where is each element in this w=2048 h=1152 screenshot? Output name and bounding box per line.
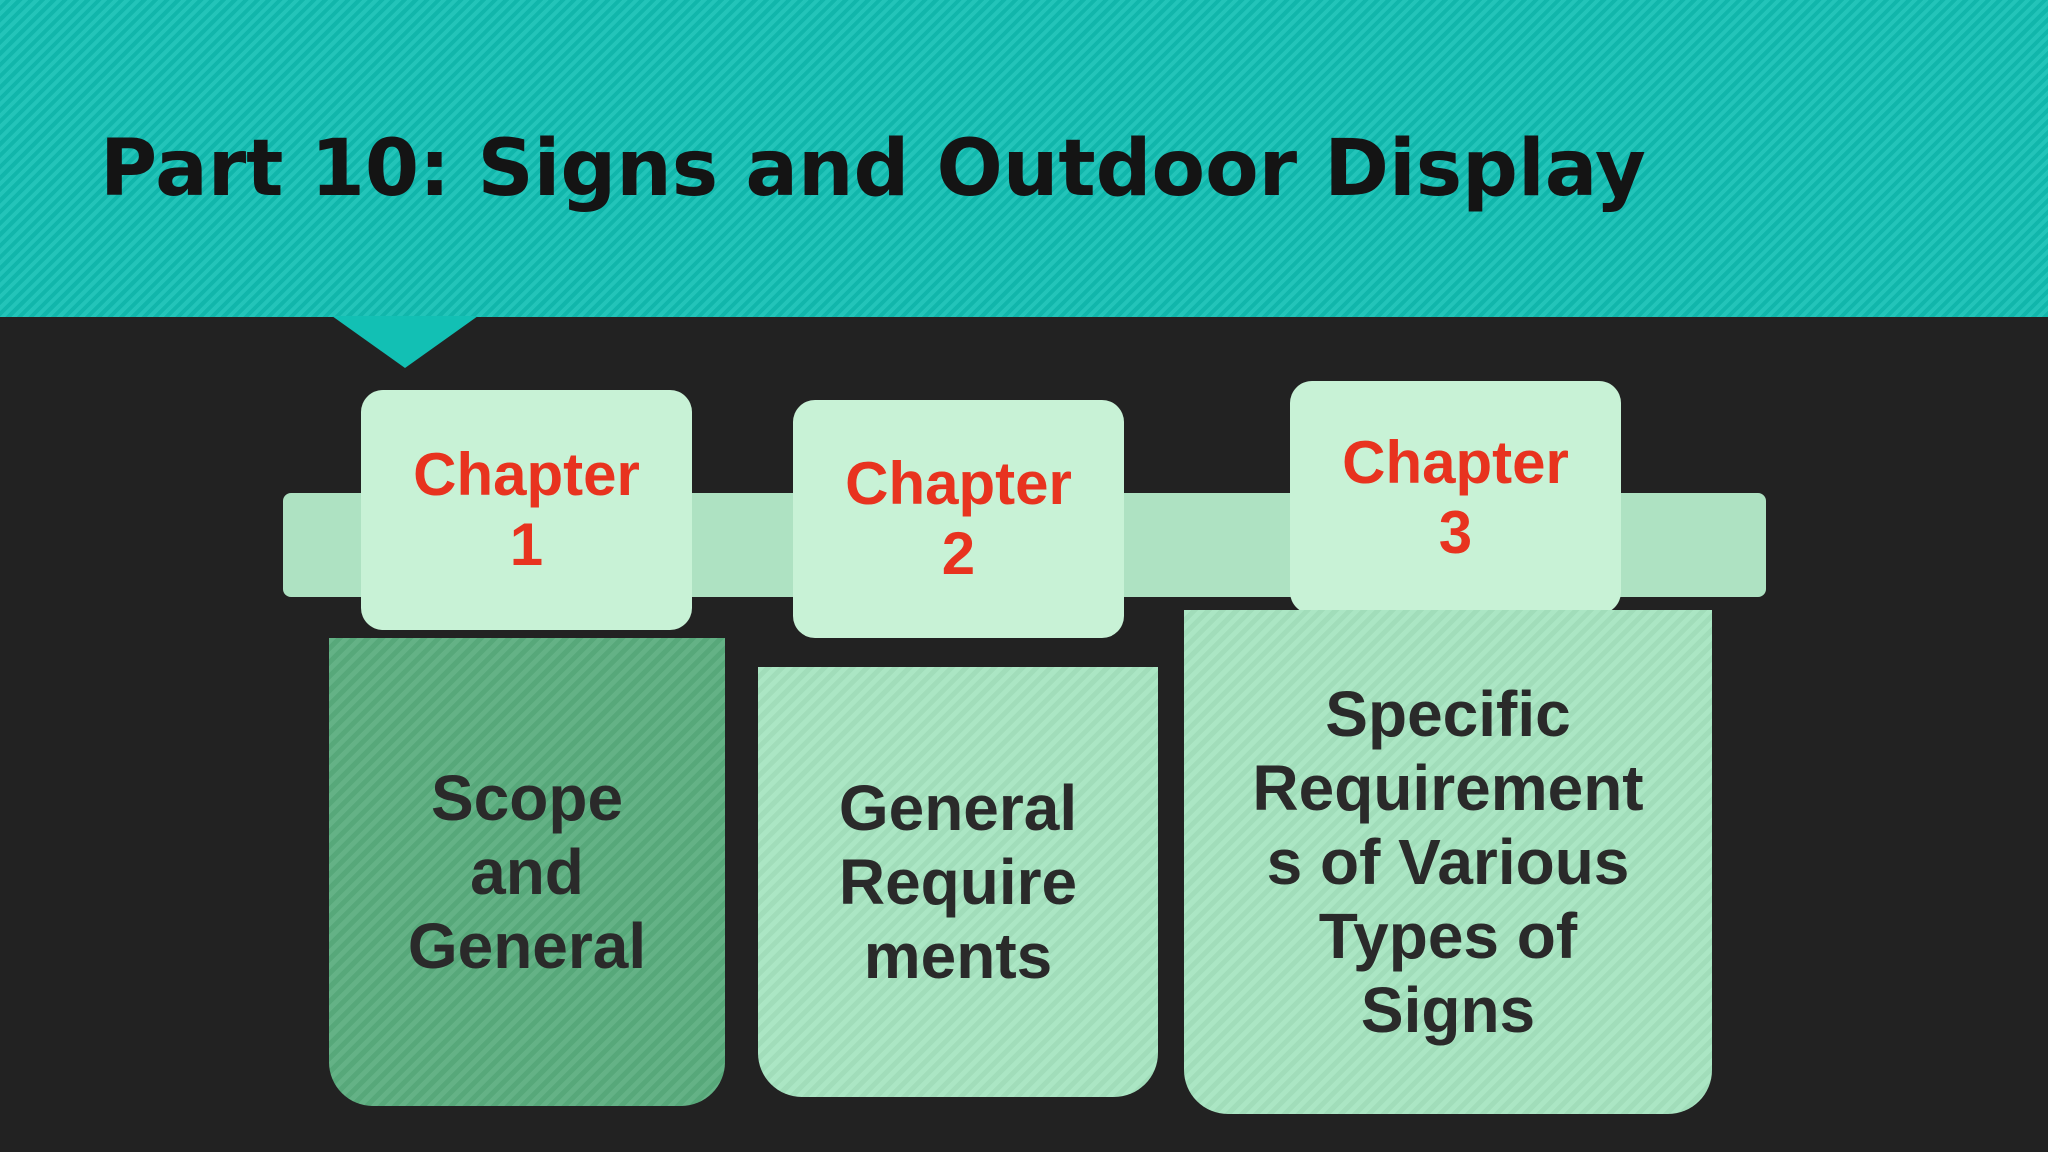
chapter-2-number: 2 [941, 520, 976, 587]
chapter-3-text-line: Requirement [1252, 752, 1644, 824]
chapter-3-text-line: s of Various [1266, 826, 1630, 898]
chapter-3-text-line: Types of [1318, 900, 1578, 972]
chapter-1-panel: Scope and General [329, 638, 725, 1106]
chapter-2-panel: General Require ments [758, 667, 1158, 1097]
chapter-2-tab: Chapter 2 [793, 400, 1124, 638]
chapter-3-number: 3 [1438, 498, 1473, 566]
chapter-1-label: Chapter [413, 441, 640, 508]
chapter-1-text-line: General [407, 910, 647, 982]
chapter-3-tab: Chapter 3 [1290, 381, 1621, 614]
chapter-1-text-line: Scope [430, 762, 624, 834]
chapter-3-text-line: Signs [1360, 974, 1536, 1046]
title-banner [0, 0, 2048, 317]
chapter-1-text-line: and [470, 836, 584, 908]
chapter-2-text-line: General [838, 772, 1078, 844]
chapter-1-number: 1 [509, 511, 544, 578]
chapter-2-text-line: Require [838, 846, 1078, 918]
chapter-3-label: Chapter [1342, 428, 1569, 496]
banner-pointer [332, 316, 478, 368]
chapter-1-tab: Chapter 1 [361, 390, 692, 630]
chapter-3-panel: Specific Requirement s of Various Types … [1184, 610, 1712, 1114]
slide-title: Part 10: Signs and Outdoor Display [100, 124, 1646, 214]
chapter-3-text-line: Specific [1325, 678, 1571, 750]
chapter-2-text-line: ments [863, 920, 1053, 992]
chapter-2-label: Chapter [845, 450, 1072, 517]
